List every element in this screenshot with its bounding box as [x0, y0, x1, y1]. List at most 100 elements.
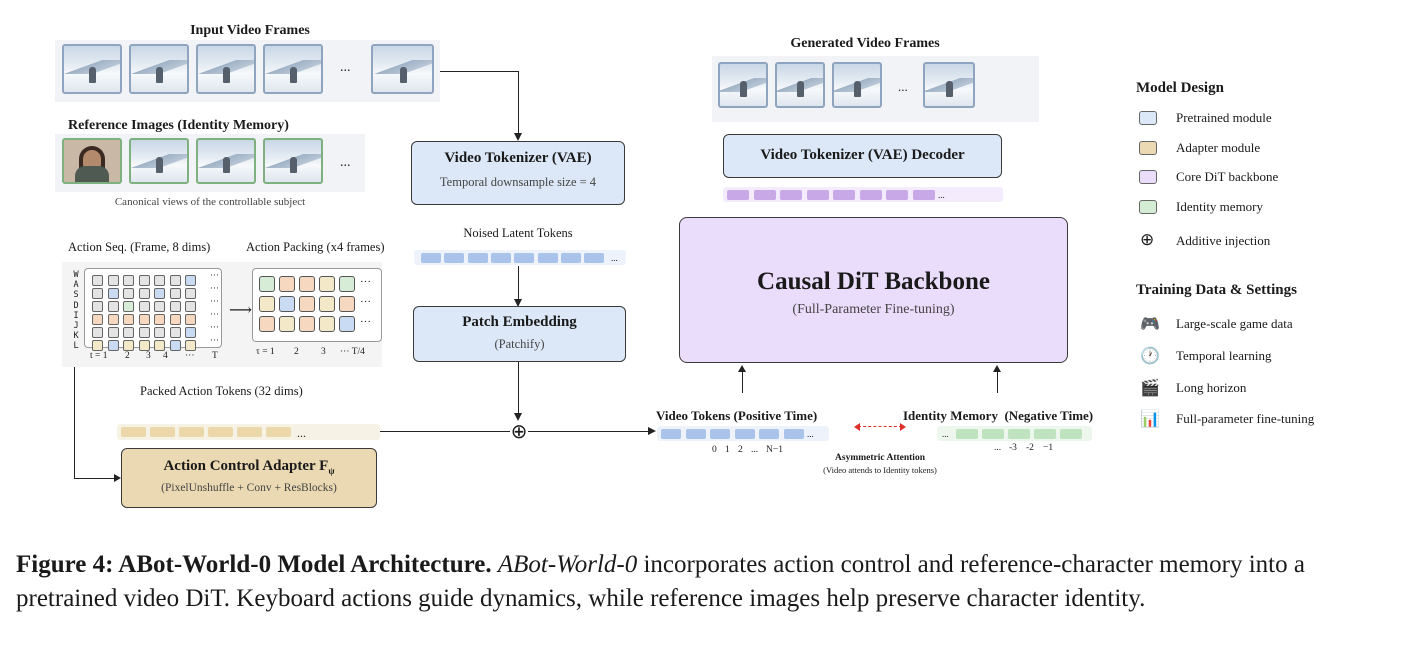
clock-icon: 🕐 [1140, 346, 1160, 365]
action-key-i: I [73, 310, 79, 321]
action-cell [154, 327, 165, 338]
packing-arrow: ⟶ [229, 302, 252, 319]
patch-embedding: Patch Embedding (Patchify) [413, 306, 626, 362]
action-cell [185, 314, 196, 325]
reference-image-3 [196, 138, 256, 184]
adapter-subtitle: (PixelUnshuffle + Conv + ResBlocks) [161, 482, 337, 494]
identity-token [982, 429, 1004, 439]
input-frame-2 [129, 44, 189, 94]
action-cell [123, 275, 134, 286]
packed-cell [319, 276, 335, 292]
action-cell [92, 327, 103, 338]
generated-frames-ellipsis: ... [898, 79, 908, 94]
time-axis-label: T [212, 351, 218, 361]
packed-cell [339, 276, 355, 292]
adapter-subscript: ψ [328, 466, 335, 476]
generated-frames-title: Generated Video Frames [790, 36, 940, 51]
noised-token [537, 253, 558, 263]
action-cell [107, 288, 119, 299]
training-label: Long horizon [1176, 380, 1247, 395]
action-cell [138, 314, 150, 325]
packed-token [208, 427, 233, 437]
action-cell [92, 340, 103, 351]
packed-token [121, 427, 146, 437]
packed-cell [299, 276, 315, 292]
training-label: Large-scale game data [1176, 316, 1293, 331]
identity-memory-label: Identity Memory (Negative Time) [903, 408, 1094, 423]
vae-decoder: Video Tokenizer (VAE) Decoder [723, 134, 1002, 178]
decoder-title: Video Tokenizer (VAE) Decoder [760, 147, 965, 163]
action-cell [123, 327, 134, 338]
output-token [753, 190, 776, 200]
action-seq-label: Action Seq. (Frame, 8 dims) [68, 240, 211, 254]
training-label: Full-parameter fine-tuning [1176, 411, 1315, 426]
video-token-index: 0 [712, 445, 717, 455]
action-cell [123, 288, 134, 299]
plus-to-video-tokens-line [528, 431, 648, 432]
packed-axis-label: 2 [294, 347, 299, 357]
packed-cell [279, 316, 295, 332]
reference-portrait [62, 138, 122, 184]
vae-title: Video Tokenizer (VAE) [444, 150, 592, 166]
video-token-index: ... [751, 445, 759, 455]
packed-to-plus-line [380, 431, 510, 432]
action-cell [138, 301, 150, 312]
video-token-index: 1 [725, 445, 730, 455]
action-cell [185, 301, 196, 312]
output-token [859, 190, 882, 200]
dit-title: Causal DiT Backbone [757, 268, 990, 295]
output-token [780, 190, 802, 200]
noised-token [490, 253, 511, 263]
noised-token [560, 253, 581, 263]
identity-token [1060, 429, 1082, 439]
action-row-ellipsis: ··· [210, 309, 219, 319]
packed-token [237, 427, 262, 437]
action-cell [123, 314, 134, 325]
packed-tokens-label: Packed Action Tokens (32 dims) [140, 384, 303, 398]
action-cell [154, 288, 165, 299]
legend-label: Adapter module [1176, 140, 1261, 155]
generated-frame-last [923, 62, 975, 108]
action-cell [92, 314, 103, 325]
action-cell [169, 340, 181, 351]
noised-to-patch-line [518, 266, 519, 300]
identity-token-index: ... [994, 443, 1002, 453]
time-axis-label: 2 [125, 351, 130, 361]
video-tokens-to-dit-line [742, 370, 743, 393]
input-frames-ellipsis: ... [340, 60, 351, 75]
action-cell [154, 275, 165, 286]
action-cell [107, 327, 119, 338]
video-token [759, 429, 779, 439]
dit-subtitle: (Full-Parameter Fine-tuning) [792, 302, 955, 317]
action-cell [169, 275, 181, 286]
action-to-adapter-hline [74, 478, 115, 479]
action-cell [138, 288, 150, 299]
packed-axis-label: ··· T/4 [340, 347, 365, 357]
input-frame-4 [263, 44, 323, 94]
patch-subtitle: (Patchify) [494, 337, 545, 351]
gamepad-icon: 🎮 [1140, 314, 1160, 333]
packed-cell [259, 296, 275, 312]
video-token [734, 429, 755, 439]
action-to-adapter-line [74, 367, 75, 478]
action-grid [84, 268, 222, 348]
packed-cell [259, 316, 275, 332]
output-token [886, 190, 908, 200]
legend-additive-symbol: ⊕ [1140, 230, 1155, 250]
action-cell [169, 327, 181, 338]
action-key-k: K [73, 331, 79, 342]
video-token-index: N−1 [766, 445, 783, 455]
action-cell [169, 301, 181, 312]
identity-token [956, 429, 978, 439]
vae-arrowhead [514, 133, 522, 141]
noised-token [584, 253, 605, 263]
frames-to-vae-hline [440, 71, 519, 72]
identity-to-dit-line [997, 370, 998, 393]
adapter-arrowhead [114, 474, 121, 482]
caption-model-name: ABot-World-0 [497, 551, 638, 578]
video-token [685, 429, 706, 439]
time-axis-label: ··· [185, 351, 195, 361]
video-tokens-label: Video Tokens (Positive Time) [656, 408, 818, 423]
action-cell [185, 327, 196, 338]
packed-cell [319, 296, 335, 312]
